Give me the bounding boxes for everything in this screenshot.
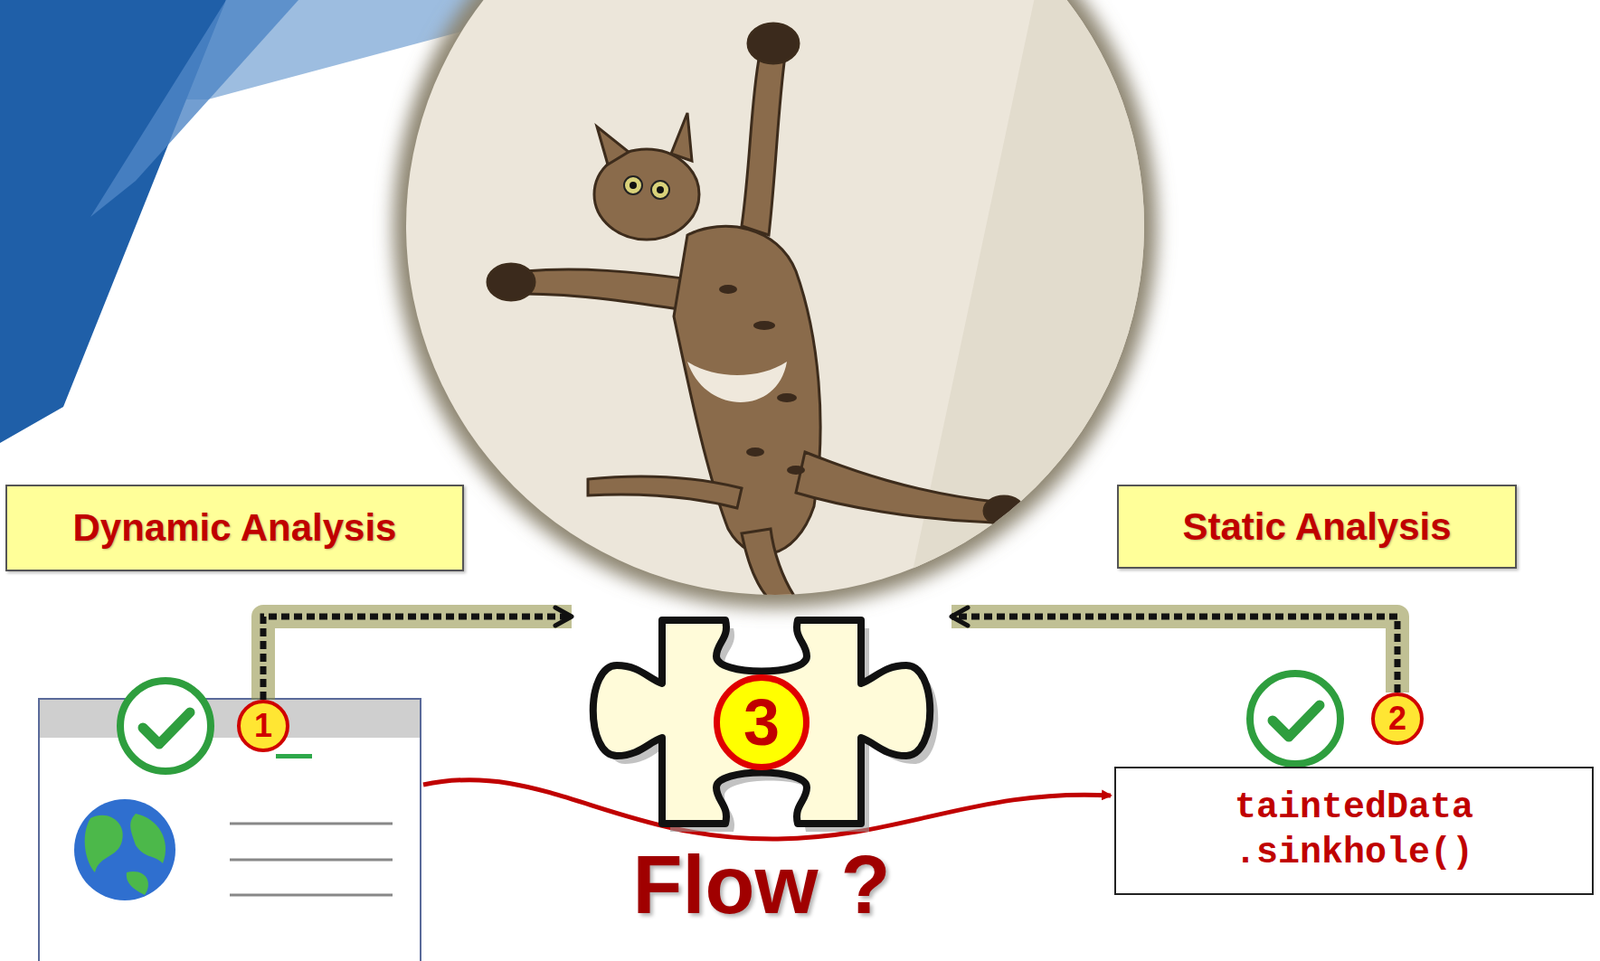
dotted-connector	[951, 616, 1398, 693]
connector-glow	[951, 616, 1398, 693]
callout-number: 2	[1388, 702, 1407, 736]
dotted-connector	[263, 616, 572, 701]
cat-photo	[487, 0, 1418, 732]
puzzle-outline	[593, 620, 931, 824]
callout-number: 1	[236, 700, 290, 753]
check-symbol	[1249, 673, 1341, 765]
flow-heading: Flow ?	[517, 844, 1006, 927]
header-wedge-light	[90, 0, 299, 218]
connector-line	[951, 616, 1398, 693]
connector-glow	[263, 616, 572, 701]
callout-number: 1	[254, 710, 273, 743]
flow-arrow	[423, 780, 1111, 840]
box-label: Dynamic Analysis	[73, 506, 398, 550]
step-number: 3	[713, 674, 810, 771]
analysis-label-box: Static Analysis	[1117, 484, 1517, 569]
connector-line	[263, 616, 572, 701]
analysis-label-box: Dynamic Analysis	[5, 484, 464, 572]
box-label: Static Analysis	[1182, 505, 1451, 550]
code-box: taintedData .sinkhole()	[1114, 766, 1594, 896]
check-symbol	[120, 681, 211, 772]
puzzle-piece: 3Flow ?	[571, 602, 952, 843]
code-text: taintedData .sinkhole()	[1218, 785, 1490, 877]
browser-icon	[38, 699, 421, 961]
callout-number: 2	[1371, 692, 1424, 746]
